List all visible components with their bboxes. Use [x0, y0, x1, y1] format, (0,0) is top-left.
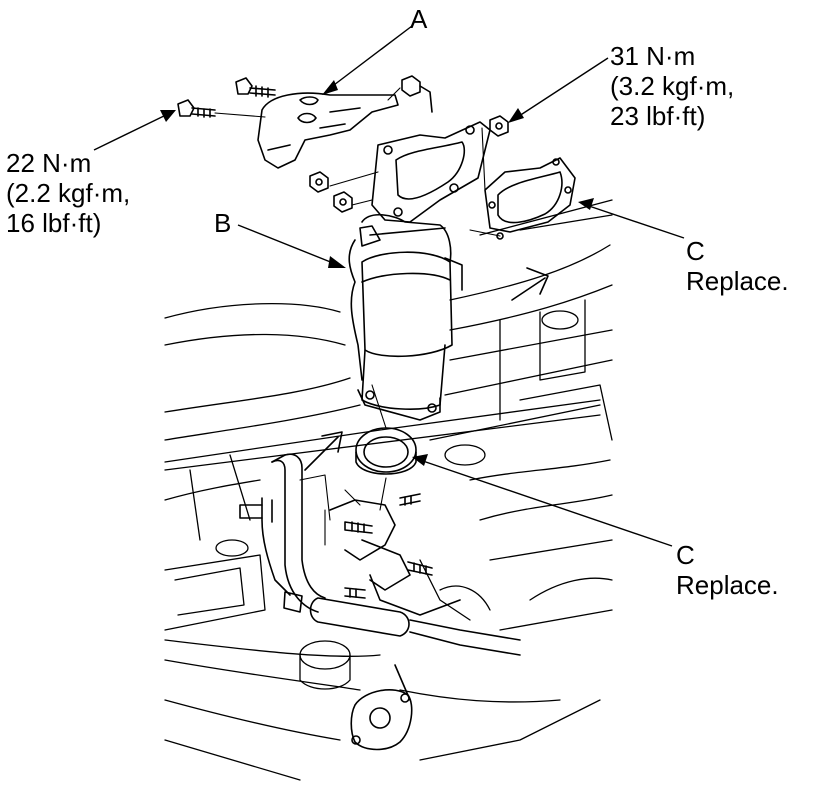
downpipe-flange [350, 664, 413, 751]
manifold-gasket [484, 157, 576, 240]
catalytic-converter [348, 214, 463, 421]
leader-b [237, 224, 346, 268]
lower-flange-mount [329, 499, 461, 616]
callout-c-ring-letter: C [676, 540, 695, 570]
callout-a-letter: A [410, 4, 428, 34]
callout-leaders [93, 25, 685, 547]
heat-shield [257, 92, 399, 169]
torque-spec-31nm: 31 N·m (3.2 kgf·m, 23 lbf·ft) [610, 41, 734, 131]
mounting-nut [333, 191, 353, 213]
callout-c-gasket-label: C Replace. [686, 236, 789, 296]
callout-b-letter: B [214, 208, 232, 238]
torque-22-kgfm: (2.2 kgf·m, [6, 178, 131, 208]
torque-31-lbfft: 23 lbf·ft) [610, 101, 706, 131]
callout-c-gasket-letter: C [686, 236, 705, 266]
exhaust-stud [407, 561, 433, 576]
leader-22nm [93, 110, 176, 151]
flange-nut-31nm [489, 115, 509, 137]
torque-22-lbfft: 16 lbf·ft) [6, 208, 102, 238]
manifold-flange [371, 121, 491, 223]
mounting-nut [309, 171, 329, 193]
leader-a [322, 25, 413, 95]
torque-31-kgfm: (3.2 kgf·m, [610, 71, 735, 101]
alignment-lines [214, 87, 501, 546]
heat-shield-bolt [235, 77, 276, 98]
leader-c-gasket [578, 198, 685, 239]
torque-22-nm: 22 N·m [6, 148, 92, 178]
engine-block-outline [164, 199, 613, 781]
mounting-nut [401, 75, 433, 113]
exhaust-stud [399, 493, 421, 506]
sealing-ring [355, 427, 417, 475]
exhaust-stud [344, 521, 373, 534]
leader-31nm [508, 57, 609, 123]
direction-arrow [304, 267, 549, 471]
callout-c-ring-note: Replace. [676, 570, 779, 600]
torque-spec-22nm: 22 N·m (2.2 kgf·m, 16 lbf·ft) [6, 148, 130, 238]
callout-b-label: B [214, 208, 231, 238]
leader-c-ring [412, 454, 673, 547]
flange-bolt-22nm [177, 99, 216, 118]
torque-31-nm: 31 N·m [610, 41, 696, 71]
exhaust-stud [344, 587, 366, 599]
callout-c-gasket-note: Replace. [686, 266, 789, 296]
coolant-hose [239, 453, 521, 656]
callout-c-ring-label: C Replace. [676, 540, 779, 600]
callout-a-label: A [410, 4, 427, 34]
